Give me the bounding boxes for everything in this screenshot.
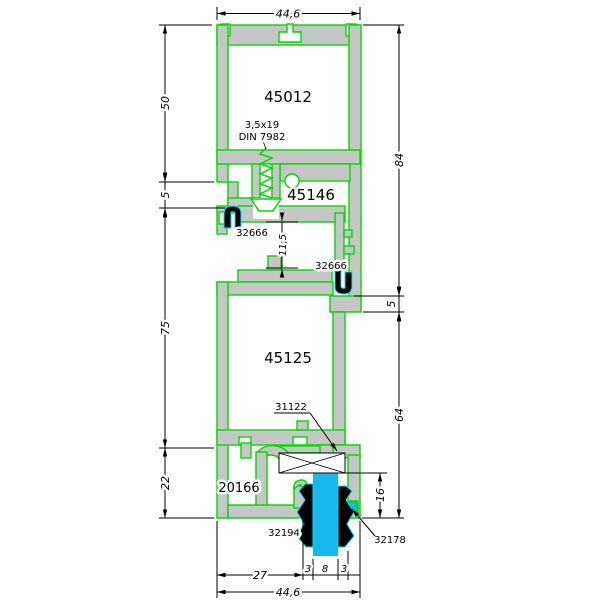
dim-bottom-seg-c-value: 8 — [322, 564, 328, 575]
dim-transom-inner-value: 11,5 — [278, 234, 289, 256]
frame-left-wall — [216, 24, 229, 183]
dimension-glass-height: 16 — [279, 472, 390, 518]
dim-top-width-value: 44,6 — [276, 8, 301, 21]
setting-block-diagonal-2 — [278, 452, 346, 474]
frame-screw-boss-left — [251, 163, 261, 199]
dim-left-lower-value: 22 — [159, 476, 172, 490]
bead-clip-hook — [240, 442, 252, 459]
dim-left-step-value: 5 — [159, 192, 172, 199]
sash-left-wall — [216, 281, 229, 519]
dim-bottom-seg-b-value: 3 — [305, 564, 311, 575]
sash-profile-45125 — [216, 281, 361, 519]
label-profile-45012: 45012 — [264, 88, 312, 106]
label-profile-45146: 45146 — [287, 186, 335, 204]
sash-bead-clip-slot-2 — [292, 436, 308, 446]
screw-head — [249, 198, 283, 212]
transom-clip-hook-1 — [343, 229, 353, 238]
dimension-transom-inner: 11,5 — [266, 212, 298, 278]
dim-right-total-value: 84 — [393, 153, 406, 167]
gasket-32666-upper — [223, 205, 242, 231]
dim-bottom-total-value: 44,6 — [276, 586, 301, 599]
label-support-block: 31122 — [275, 402, 307, 413]
label-profile-45125: 45125 — [264, 349, 312, 367]
screw-din7982 — [249, 140, 283, 212]
label-profile-20166: 20166 — [218, 481, 259, 496]
dim-glass-height-value: 16 — [374, 488, 387, 502]
glazing-gasket-32178 — [337, 485, 355, 548]
label-glazing-gasket-inner: 32178 — [374, 535, 406, 546]
sash-bottom-web — [216, 429, 346, 446]
dimension-right-column: 84 5 64 — [354, 24, 409, 519]
screw-leader-line — [262, 140, 267, 150]
dimension-bottom-rows: 27 3 8 3 44,6 — [216, 521, 361, 600]
label-gasket-upper: 32666 — [236, 228, 268, 239]
frame-screw-boss-right — [271, 163, 281, 199]
dim-left-upper-value: 50 — [159, 96, 172, 110]
part-labels: 45012 45146 45125 20166 32666 32666 3,5x… — [216, 88, 409, 549]
dim-left-mid-value: 75 — [159, 321, 172, 335]
label-screw-standard: DIN 7982 — [239, 132, 286, 143]
setting-block-31122 — [278, 452, 346, 474]
sash-top-web — [216, 281, 334, 296]
dim-right-lower-value: 64 — [393, 408, 406, 422]
frame-right-foot — [329, 295, 362, 313]
bead-vertical-wall — [255, 451, 268, 509]
dim-bottom-seg-a-value: 27 — [253, 569, 267, 582]
glass-pane — [313, 473, 338, 556]
transom-clip-hook-2 — [343, 245, 355, 255]
gasket-32666-lower — [334, 269, 353, 295]
screw-thread — [258, 147, 274, 199]
dim-right-step-value: 5 — [385, 301, 398, 308]
sash-chamber-stub — [296, 420, 309, 431]
label-gasket-lower: 32666 — [315, 261, 347, 272]
frame-screwport-hole — [284, 173, 300, 189]
frame-top-t-slot — [278, 23, 302, 43]
glazing-gasket-32194 — [296, 483, 314, 548]
dimension-left-column: 50 5 75 22 — [157, 24, 225, 519]
label-screw-size: 3,5x19 — [245, 120, 280, 131]
frame-bottom-web — [216, 149, 361, 165]
label-glazing-gasket-outer: 32194 — [268, 528, 300, 539]
dim-bottom-seg-d-value: 3 — [341, 564, 347, 575]
dimension-top-width: 44,6 — [216, 5, 361, 23]
